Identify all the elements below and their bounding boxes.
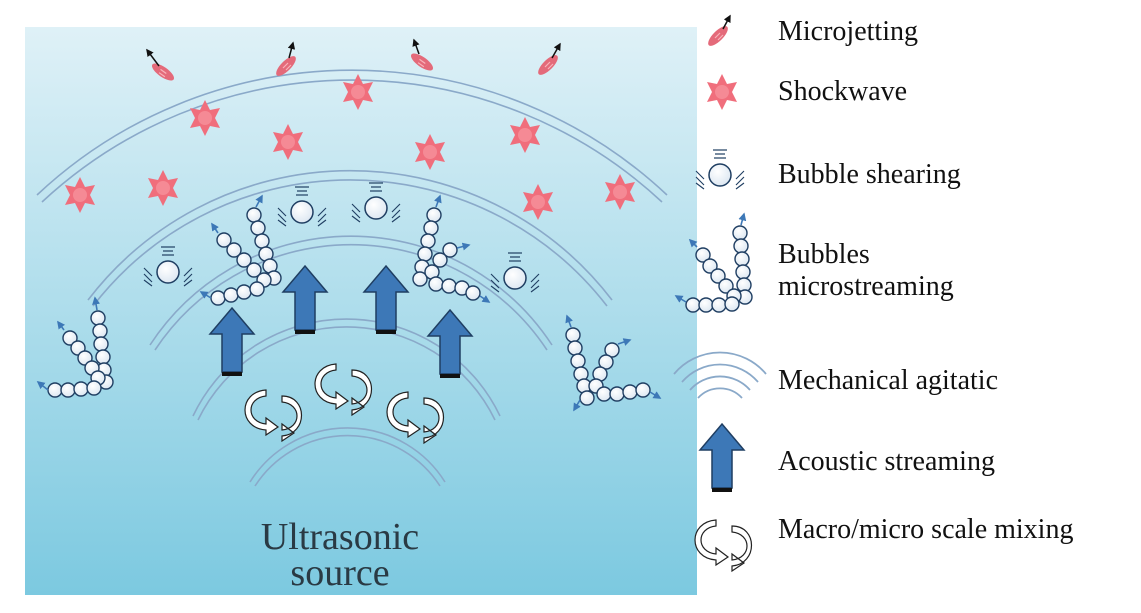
legend-icons (673, 14, 767, 572)
bubble-chain-icon (674, 212, 753, 313)
legend-label-mechanical-agitatic: Mechanical agitatic (778, 365, 998, 396)
legend-label-macro-micro-mixing: Macro/micro scale mixing (778, 514, 1074, 545)
up-arrow-icon (699, 423, 745, 493)
legend-label-microstreaming: microstreaming (778, 271, 954, 302)
legend-label-bubbles: Bubbles (778, 239, 870, 270)
legend-label-bubble-shearing: Bubble shearing (778, 159, 961, 190)
medium-background (25, 27, 697, 595)
microjet-icon (704, 14, 732, 50)
legend-label-microjetting: Microjetting (778, 16, 918, 47)
bubble-shearing-icon (695, 149, 745, 190)
concentric-arcs-icon (673, 351, 767, 399)
ultrasonic-source-label-line1: Ultrasonic (260, 516, 420, 558)
ultrasonic-source-label-line2: source (290, 552, 390, 594)
bubble-chains (36, 194, 662, 412)
legend-label-acoustic-streaming: Acoustic streaming (778, 446, 995, 477)
microjet-group (146, 38, 562, 88)
legend-label-shockwave: Shockwave (778, 76, 908, 107)
mixing-arrows-icon (694, 519, 753, 572)
shockwave-star-icon (707, 74, 737, 110)
